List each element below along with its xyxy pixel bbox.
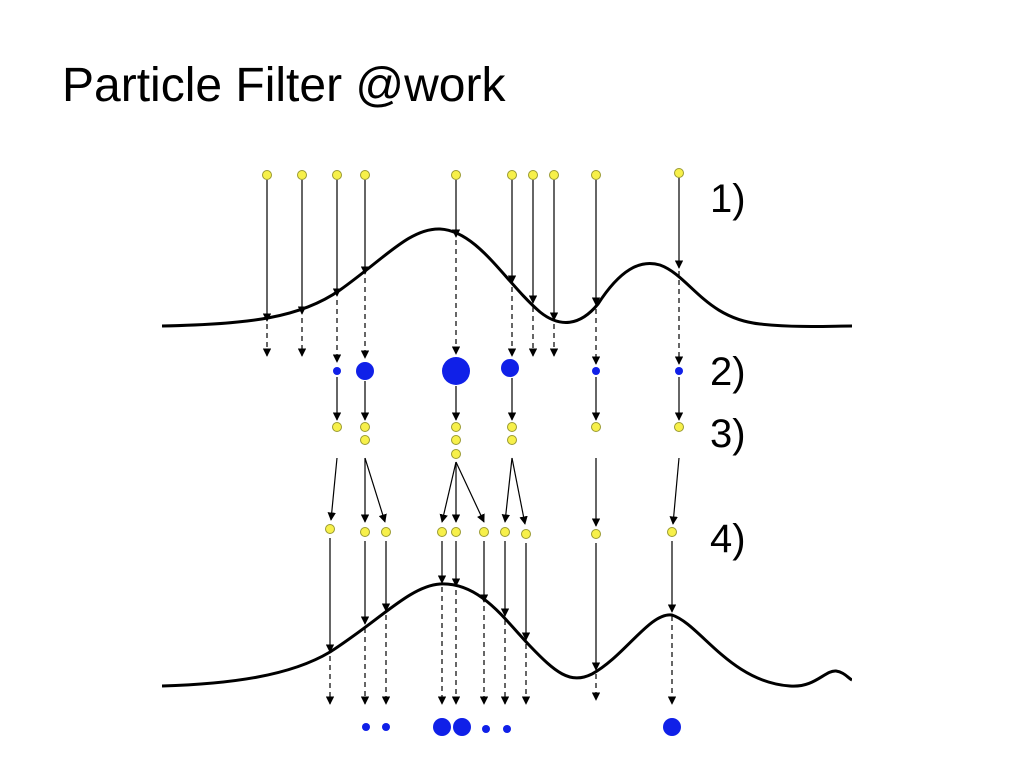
- step1-particles: [262, 168, 684, 180]
- particle: [591, 170, 601, 180]
- particle-filter-figure: 1) 2) 3) 4): [162, 156, 852, 746]
- particle: [667, 527, 677, 537]
- likelihood-curve-top: [162, 227, 852, 328]
- weighted-particle: [592, 367, 600, 375]
- particle: [360, 170, 370, 180]
- particle: [521, 529, 531, 539]
- weighted-particle: [482, 725, 490, 733]
- weighted-particle: [442, 357, 470, 385]
- step3-to-step4-arrows: [327, 457, 680, 527]
- step2-weighted-particles: [333, 357, 683, 385]
- final-weighted-particles: [362, 718, 681, 736]
- step1-arrows: [262, 178, 684, 322]
- step4-weight-arrows: [325, 587, 677, 705]
- weighted-particle: [433, 718, 451, 736]
- particle: [451, 527, 461, 537]
- particle: [674, 422, 684, 432]
- step4-particles: [325, 524, 677, 539]
- step-label-4: 4): [710, 517, 746, 561]
- particle-filter-diagram: 1) 2) 3) 4): [162, 168, 852, 736]
- particle: [507, 170, 517, 180]
- step3-particles: [332, 422, 684, 459]
- particle: [528, 170, 538, 180]
- weighted-particle: [362, 723, 370, 731]
- particle: [507, 422, 517, 432]
- particle: [674, 168, 684, 178]
- slide-title: Particle Filter @work: [62, 59, 506, 112]
- particle: [549, 170, 559, 180]
- step1-weight-arrows: [262, 240, 684, 365]
- step-label-3: 3): [710, 412, 746, 456]
- particle: [262, 170, 272, 180]
- step4-arrows: [325, 538, 677, 671]
- particle: [591, 422, 601, 432]
- particle: [360, 527, 370, 537]
- particle: [332, 170, 342, 180]
- weighted-particle: [453, 718, 471, 736]
- step-label-1: 1): [710, 177, 746, 221]
- step2-to-step3-arrows: [332, 377, 684, 421]
- particle: [451, 435, 461, 445]
- weighted-particle: [501, 359, 519, 377]
- weighted-particle: [333, 367, 341, 375]
- weighted-particle: [675, 367, 683, 375]
- particle: [360, 435, 370, 445]
- step-label-2: 2): [710, 350, 746, 394]
- particle: [591, 529, 601, 539]
- particle: [332, 422, 342, 432]
- particle: [451, 422, 461, 432]
- particle: [297, 170, 307, 180]
- weighted-particle: [382, 723, 390, 731]
- particle: [479, 527, 489, 537]
- particle: [507, 435, 517, 445]
- weighted-particle: [356, 362, 374, 380]
- particle: [381, 527, 391, 537]
- weighted-particle: [503, 725, 511, 733]
- likelihood-curve-bottom: [162, 582, 852, 688]
- particle: [451, 170, 461, 180]
- particle: [500, 527, 510, 537]
- particle: [360, 422, 370, 432]
- particle: [437, 527, 447, 537]
- weighted-particle: [663, 718, 681, 736]
- particle: [325, 524, 335, 534]
- particle: [451, 449, 461, 459]
